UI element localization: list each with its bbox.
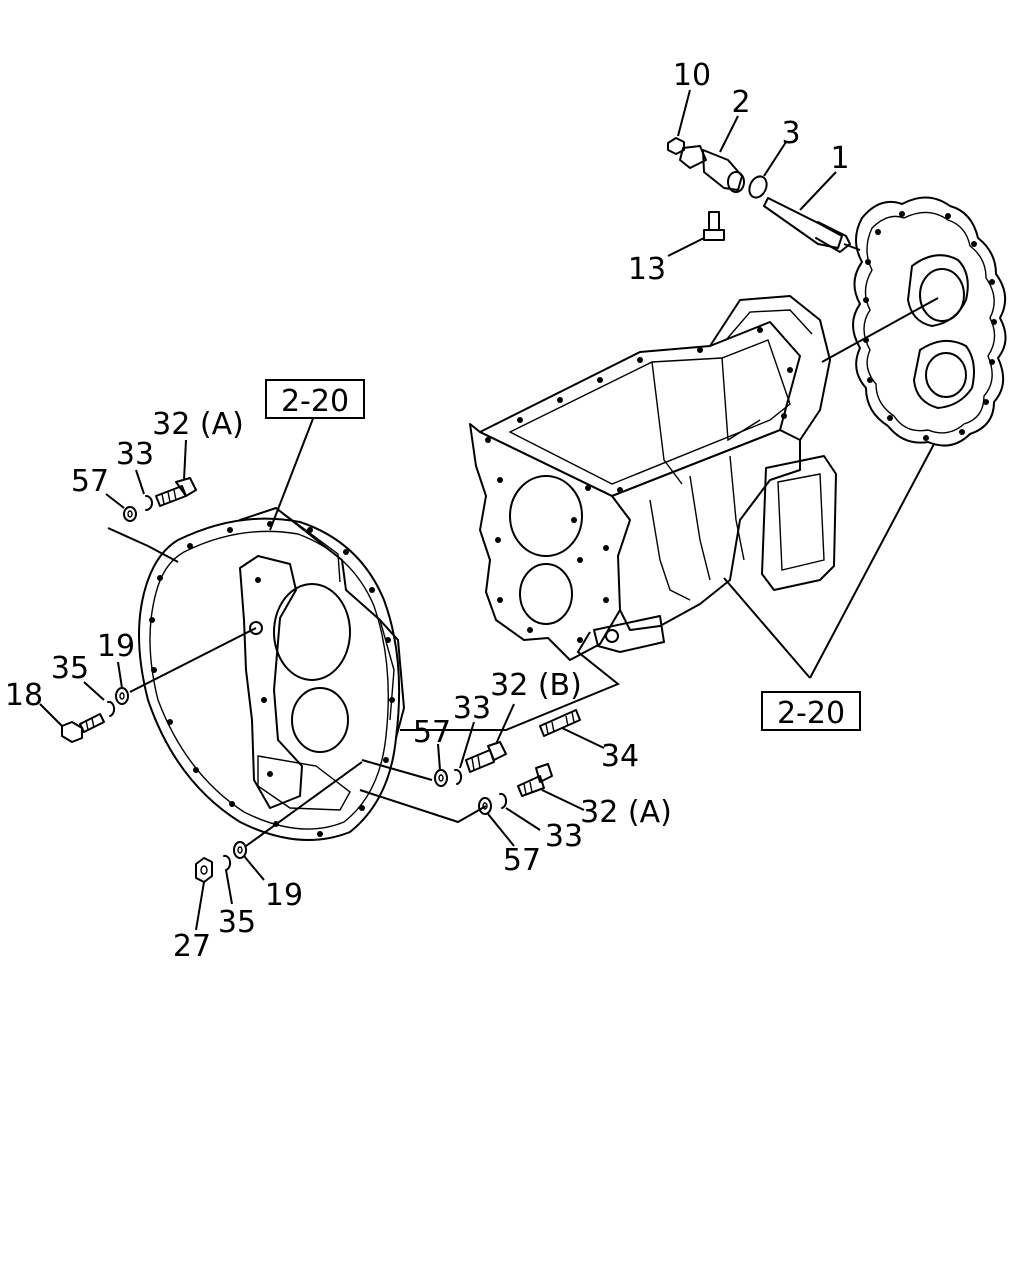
bolt-18 <box>39 703 105 743</box>
ref-box-label: 2-20 <box>281 384 349 419</box>
ref-box-label: 2-20 <box>777 696 845 731</box>
bolt-32a-top <box>155 439 197 507</box>
callout-57-top: 57 <box>71 464 109 499</box>
callout-35-left: 35 <box>51 651 89 686</box>
clutch-housing <box>138 507 405 841</box>
callout-57-mid: 57 <box>413 715 451 750</box>
callout-3: 3 <box>781 116 800 151</box>
nut-27 <box>195 857 213 931</box>
speed-sensor-2 <box>679 115 745 193</box>
washer-33-top <box>135 469 153 511</box>
callout-33-bot: 33 <box>545 819 583 854</box>
callout-33-top: 33 <box>116 437 154 472</box>
callout-18: 18 <box>5 678 43 713</box>
washer-19-left <box>115 661 129 705</box>
leader-ref-right-b <box>809 443 935 679</box>
callout-19-left: 19 <box>97 629 135 664</box>
washer-35-left <box>83 681 116 717</box>
leader-bot-to-housing <box>245 761 363 847</box>
washer-33-mid <box>454 721 475 785</box>
sensor-cap-10 <box>667 89 691 155</box>
washer-57-bot <box>478 797 515 847</box>
washer-33-bot <box>499 792 541 831</box>
callout-2: 2 <box>731 85 750 120</box>
leader-top-fasteners <box>107 527 179 563</box>
washer-35-bot <box>223 854 233 905</box>
leader-left-to-housing <box>129 627 257 693</box>
callout-27: 27 <box>173 929 211 964</box>
callout-19-bot: 19 <box>265 878 303 913</box>
washer-57-top <box>105 493 137 522</box>
rear-cover <box>852 196 1007 447</box>
callout-57-bot: 57 <box>503 843 541 878</box>
leader-ref-right-a <box>723 577 811 679</box>
callout-35-bot: 35 <box>218 905 256 940</box>
bolt-32b <box>465 703 515 773</box>
stud-34 <box>539 709 605 749</box>
callout-10: 10 <box>673 58 711 93</box>
callout-32a-bot: 32 (A) <box>580 795 672 830</box>
leader-ref-top-left <box>269 415 315 531</box>
leader-case-to-cover <box>821 297 939 363</box>
callout-33-mid: 33 <box>453 691 491 726</box>
washer-19-bot <box>233 841 265 881</box>
leader-center-bracket <box>400 631 620 731</box>
ref-box-top-left[interactable]: 2-20 <box>265 379 365 419</box>
leader-mid-to-housing <box>361 759 433 781</box>
leader-lower-bracket <box>359 789 487 824</box>
callout-32b: 32 (B) <box>490 668 582 703</box>
washer-57-mid <box>434 743 448 787</box>
leader-shaft-to-cover <box>843 243 861 251</box>
transmission-case <box>469 295 837 661</box>
bolt-32a-bot <box>517 763 585 811</box>
callout-34: 34 <box>601 739 639 774</box>
callout-13: 13 <box>628 252 666 287</box>
callout-1: 1 <box>830 141 849 176</box>
callout-32a-top: 32 (A) <box>152 407 244 442</box>
o-ring-3 <box>748 141 787 199</box>
ref-box-right[interactable]: 2-20 <box>761 691 861 731</box>
shaft-1 <box>763 171 851 253</box>
bolt-13 <box>667 211 725 257</box>
